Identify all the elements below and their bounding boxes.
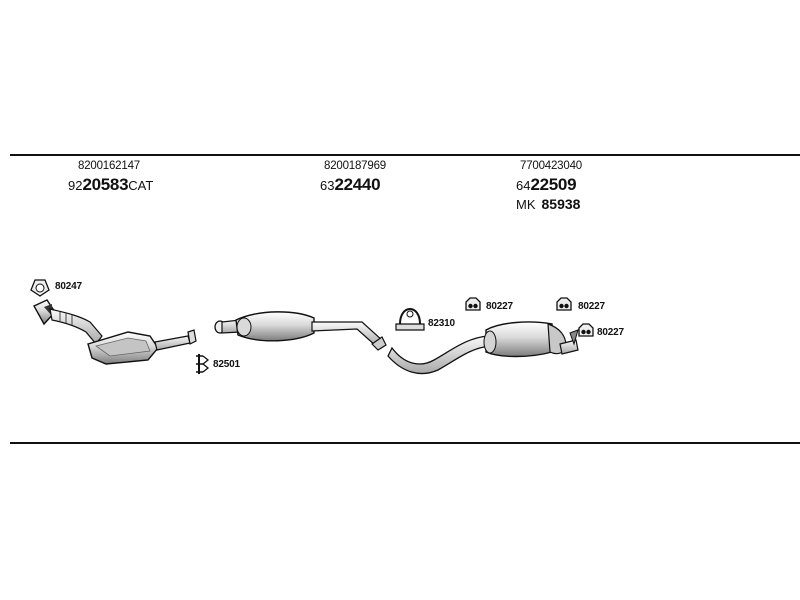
rubber-hanger-icon <box>465 297 481 311</box>
clamp-front-icon <box>196 354 210 374</box>
clamp-mid-icon <box>395 308 425 331</box>
clamp-mid-label: 82310 <box>428 318 455 329</box>
bottom-divider-line <box>10 442 800 444</box>
catalytic-converter-drawing <box>33 299 197 365</box>
mounting-kit-number: MK 85938 <box>516 196 582 212</box>
kit-prefix: MK <box>516 197 536 212</box>
part-main-number: 22509 <box>530 175 577 194</box>
part-block-rear-silencer: 7700423040 6422509 MK 85938 <box>516 160 582 212</box>
rubber-hanger-icon <box>556 297 572 311</box>
rear-silencer-drawing <box>387 321 579 375</box>
part-suffix: CAT <box>128 178 154 193</box>
kit-number: 85938 <box>541 196 581 212</box>
part-main-number: 22440 <box>334 175 381 194</box>
top-divider-line <box>10 154 800 156</box>
part-number: 6322440 <box>320 175 386 195</box>
rubber-hanger-icon <box>578 323 594 337</box>
clamp-front-label: 82501 <box>213 359 240 370</box>
part-number: 9220583CAT <box>68 175 153 195</box>
hanger-c-label: 80227 <box>597 327 624 338</box>
gasket-label: 80247 <box>55 281 82 292</box>
hanger-a-label: 80227 <box>486 301 513 312</box>
oe-number: 7700423040 <box>520 160 582 172</box>
part-block-catalytic-converter: 8200162147 9220583CAT <box>68 160 153 195</box>
middle-silencer-drawing <box>214 311 387 351</box>
oe-number: 8200187969 <box>324 160 386 172</box>
part-prefix: 92 <box>68 178 83 193</box>
part-prefix: 64 <box>516 178 531 193</box>
gasket-ring-icon <box>30 279 50 297</box>
part-number: 6422509 <box>516 175 582 195</box>
hanger-b-label: 80227 <box>578 301 605 312</box>
part-main-number: 20583 <box>82 175 129 194</box>
oe-number: 8200162147 <box>78 160 140 172</box>
part-prefix: 63 <box>320 178 335 193</box>
part-block-middle-silencer: 8200187969 6322440 <box>320 160 386 195</box>
